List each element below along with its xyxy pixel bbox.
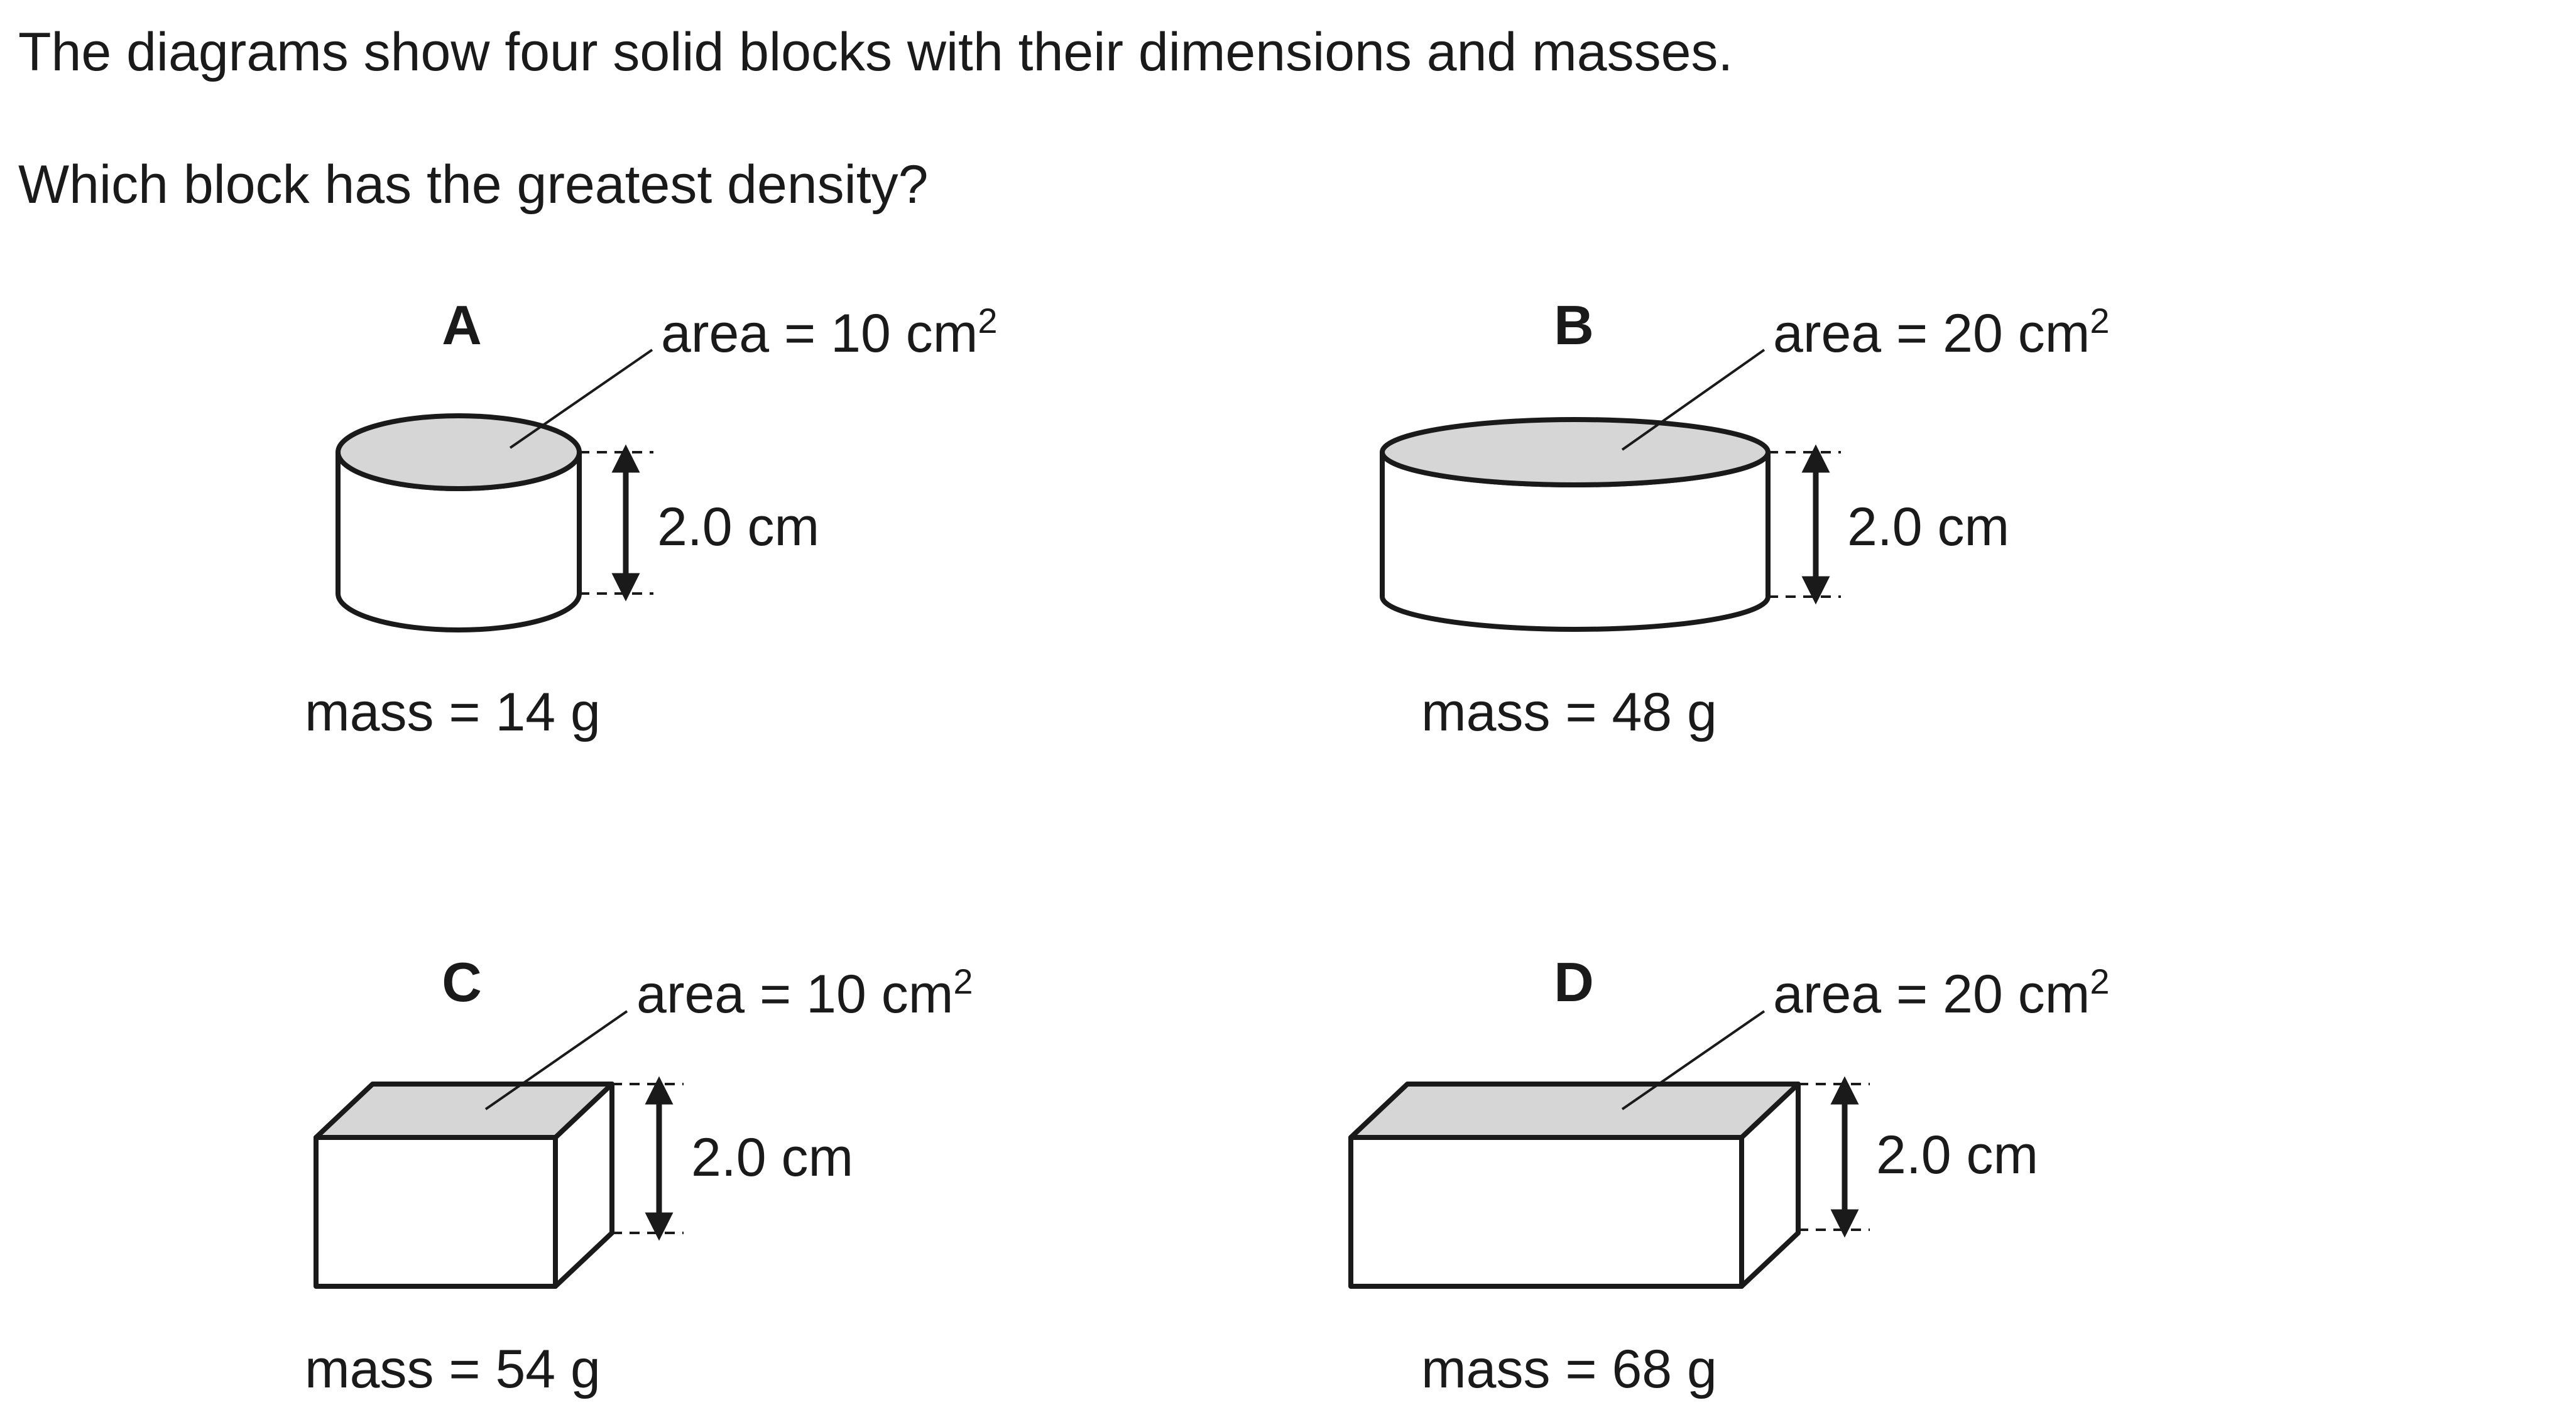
block-c-letter: C [442,951,482,1013]
block-d-mass-label: mass = 68 g [1421,1339,1717,1399]
block-d-letter: D [1554,951,1594,1013]
block-b: B area = 20 cm2 2.0 cm mass = 48 g [1380,294,2109,742]
block-c-area-label: area = 10 cm2 [636,962,973,1024]
block-a: A area = 10 cm2 2.0 cm mass = 14 g [305,294,997,742]
block-c-height-label: 2.0 cm [691,1127,853,1188]
block-b-letter: B [1554,294,1594,356]
block-d-area-label: area = 20 cm2 [1773,962,2109,1024]
block-a-area-label: area = 10 cm2 [661,301,997,364]
block-a-mass-label: mass = 14 g [305,682,601,742]
block-c-mass-label: mass = 54 g [305,1339,601,1399]
block-d-height-label: 2.0 cm [1876,1125,2038,1185]
question-intro: The diagrams show four solid blocks with… [18,22,1733,82]
block-d: D area = 20 cm2 2.0 cm mass = 68 g [1348,951,2109,1399]
block-b-mass-label: mass = 48 g [1421,682,1717,742]
block-a-height-label: 2.0 cm [657,497,819,557]
question-prompt: Which block has the greatest density? [18,155,929,215]
block-a-cylinder [336,413,582,632]
block-b-area-label: area = 20 cm2 [1773,301,2109,364]
block-c-cuboid [314,1082,614,1289]
block-a-letter: A [442,294,482,356]
block-d-cuboid [1348,1082,1801,1289]
block-c: C area = 10 cm2 2.0 cm mass = 54 g [305,951,973,1399]
block-b-cylinder [1380,417,1771,632]
block-b-height-label: 2.0 cm [1847,497,2009,557]
